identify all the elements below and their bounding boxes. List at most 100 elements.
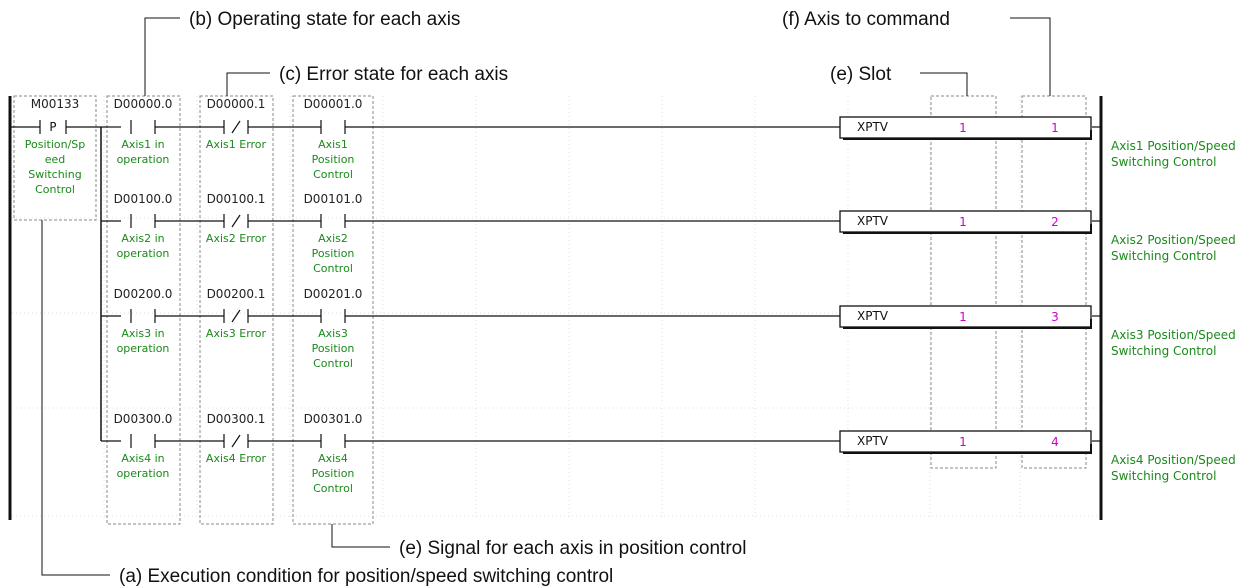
rung-description: Axis3 Position/Speed xyxy=(1111,328,1236,342)
instruction-name: XPTV xyxy=(857,214,889,228)
positive-pulse-symbol: P xyxy=(49,120,56,134)
operating-state-label: operation xyxy=(117,342,170,355)
condition-contact: M00133 P Position/Sp eed Switching Contr… xyxy=(10,97,107,196)
operating-state-address: D00200.0 xyxy=(114,287,173,301)
error-state-label: Axis4 Error xyxy=(206,452,267,465)
slot-value: 1 xyxy=(959,310,967,324)
position-control-address: D00201.0 xyxy=(304,287,363,301)
axis-value: 1 xyxy=(1051,121,1059,135)
error-state-address: D00300.1 xyxy=(207,412,266,426)
operating-state-frame xyxy=(106,95,181,525)
position-control-label: Axis4 xyxy=(318,452,348,465)
position-control-label: Position xyxy=(312,342,355,355)
annotation-c-leader xyxy=(226,72,270,96)
negation-slash xyxy=(231,434,241,448)
slot-value: 1 xyxy=(959,215,967,229)
axis-value: 2 xyxy=(1051,215,1059,229)
condition-address: M00133 xyxy=(31,97,80,111)
operating-state-label: Axis2 in xyxy=(121,232,164,245)
rung-description: Switching Control xyxy=(1111,155,1216,169)
rung-description: Switching Control xyxy=(1111,344,1216,358)
rung-description: Axis1 Position/Speed xyxy=(1111,139,1236,153)
xptv-instruction: XPTV 1 2 xyxy=(839,210,1092,234)
position-control-label: Control xyxy=(313,482,353,495)
position-control-label: Position xyxy=(312,467,355,480)
rung-description: Axis4 Position/Speed xyxy=(1111,453,1236,467)
operating-state-label: Axis1 in xyxy=(121,138,164,151)
operating-state-label: operation xyxy=(117,247,170,260)
error-state-address: D00200.1 xyxy=(207,287,266,301)
position-control-address: D00001.0 xyxy=(304,97,363,111)
error-state-address: D00000.1 xyxy=(207,97,266,111)
instruction-name: XPTV xyxy=(857,434,889,448)
error-state-label: Axis3 Error xyxy=(206,327,267,340)
position-control-label: Control xyxy=(313,357,353,370)
operating-state-address: D00300.0 xyxy=(114,412,173,426)
axis-frame xyxy=(1021,95,1087,469)
negation-slash xyxy=(231,214,241,228)
axis-value: 3 xyxy=(1051,310,1059,324)
position-control-address: D00101.0 xyxy=(304,192,363,206)
annotation-e-signal: (e) Signal for each axis in position con… xyxy=(399,538,746,559)
position-control-frame xyxy=(292,95,374,525)
operating-state-label: operation xyxy=(117,153,170,166)
annotation-f: (f) Axis to command xyxy=(782,9,950,30)
negation-slash xyxy=(231,309,241,323)
slot-value: 1 xyxy=(959,121,967,135)
negation-slash xyxy=(231,120,241,134)
xptv-instruction: XPTV 1 3 xyxy=(839,305,1092,329)
annotation-a-leader xyxy=(41,220,110,576)
slot-frame xyxy=(930,95,997,469)
slot-value: 1 xyxy=(959,435,967,449)
annotation-f-leader xyxy=(1010,17,1051,96)
operating-state-label: operation xyxy=(117,467,170,480)
annotation-b-leader xyxy=(144,17,180,96)
position-control-address: D00301.0 xyxy=(304,412,363,426)
condition-label-3: Switching xyxy=(28,168,81,181)
annotation-a: (a) Execution condition for position/spe… xyxy=(119,566,613,587)
rung-description: Switching Control xyxy=(1111,469,1216,483)
annotation-e-slot-leader xyxy=(920,72,968,96)
annotation-b: (b) Operating state for each axis xyxy=(189,9,460,30)
condition-label-1: Position/Sp xyxy=(25,138,86,151)
error-state-label: Axis1 Error xyxy=(206,138,267,151)
rung-description: Switching Control xyxy=(1111,249,1216,263)
condition-label-4: Control xyxy=(35,183,75,196)
position-control-label: Axis3 xyxy=(318,327,348,340)
annotation-e-signal-leader xyxy=(331,524,390,548)
operating-state-label: Axis3 in xyxy=(121,327,164,340)
position-control-label: Position xyxy=(312,247,355,260)
position-control-label: Control xyxy=(313,262,353,275)
position-control-label: Axis2 xyxy=(318,232,348,245)
annotations: (b) Operating state for each axis (c) Er… xyxy=(41,9,1051,587)
instruction-name: XPTV xyxy=(857,309,889,323)
condition-label-2: eed xyxy=(45,153,66,166)
operating-state-label: Axis4 in xyxy=(121,452,164,465)
rung-description: Axis2 Position/Speed xyxy=(1111,233,1236,247)
error-state-address: D00100.1 xyxy=(207,192,266,206)
operating-state-address: D00100.0 xyxy=(114,192,173,206)
position-control-label: Position xyxy=(312,153,355,166)
error-state-label: Axis2 Error xyxy=(206,232,267,245)
